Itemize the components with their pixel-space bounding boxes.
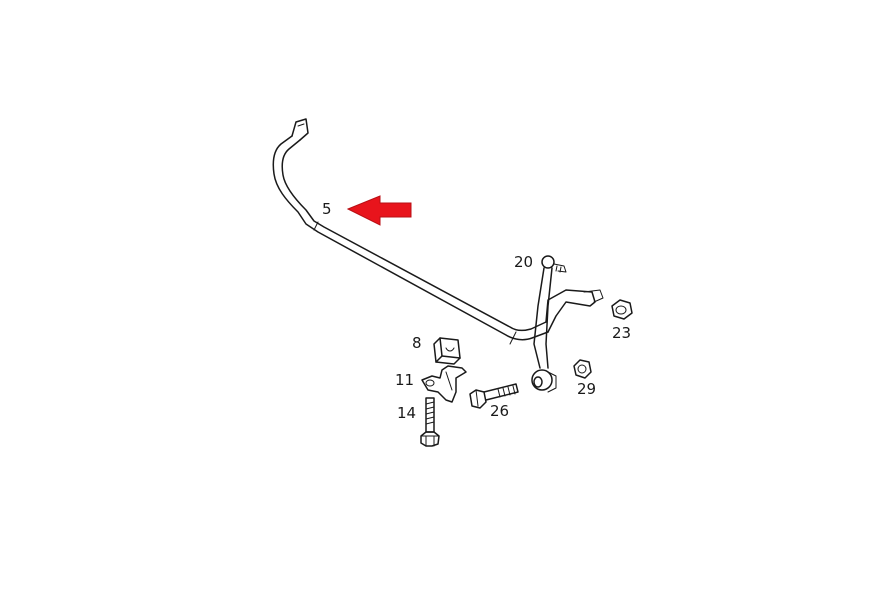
rubber-bushing[interactable] bbox=[433, 337, 461, 365]
bolt-26[interactable] bbox=[469, 383, 519, 409]
part-label-8: 8 bbox=[412, 334, 422, 352]
part-label-20: 20 bbox=[514, 253, 534, 271]
hex-nut-29[interactable] bbox=[573, 359, 592, 379]
part-label-23: 23 bbox=[612, 324, 632, 342]
hex-nut-23[interactable] bbox=[611, 299, 633, 320]
part-label-5: 5 bbox=[322, 200, 332, 218]
link-rod[interactable] bbox=[531, 255, 567, 393]
part-label-26: 26 bbox=[490, 402, 510, 420]
bolt-14[interactable] bbox=[420, 397, 440, 447]
highlight-arrow bbox=[346, 195, 412, 226]
stabilizer-bar[interactable] bbox=[272, 118, 604, 345]
mounting-clamp[interactable] bbox=[421, 365, 467, 403]
part-label-11: 11 bbox=[395, 371, 415, 389]
part-label-29: 29 bbox=[577, 380, 597, 398]
part-label-14: 14 bbox=[397, 404, 417, 422]
